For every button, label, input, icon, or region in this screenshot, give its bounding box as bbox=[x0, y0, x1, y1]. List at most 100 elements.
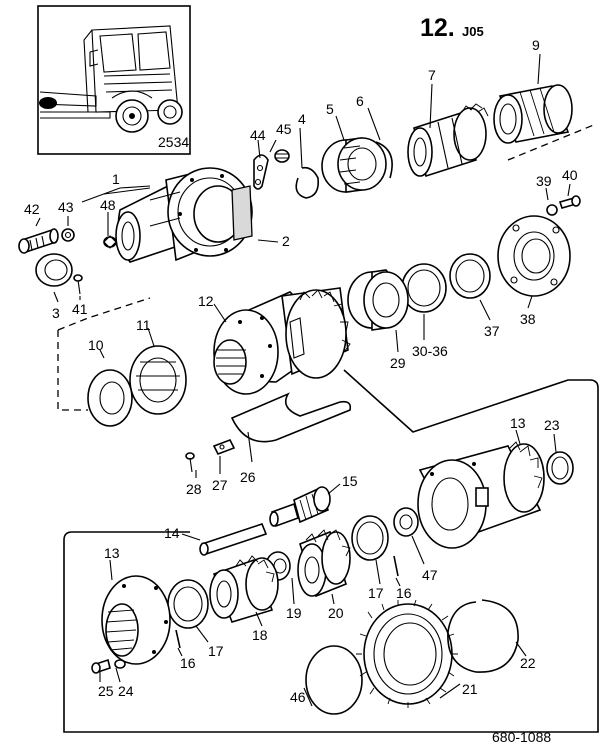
part-46-ring bbox=[305, 645, 363, 715]
callout-45: 45 bbox=[276, 121, 292, 137]
callout-22: 22 bbox=[520, 655, 536, 671]
part-13-case-right bbox=[417, 441, 545, 549]
callout-26: 26 bbox=[240, 469, 256, 485]
callout-25: 25 bbox=[98, 683, 114, 699]
callout-37: 37 bbox=[484, 323, 500, 339]
callout-6: 6 bbox=[356, 93, 364, 109]
callout-1: 1 bbox=[112, 171, 120, 187]
truck-inset: 2534 bbox=[37, 5, 191, 155]
highlight-mark bbox=[39, 97, 57, 109]
callout-29: 29 bbox=[390, 355, 406, 371]
leader-lines bbox=[35, 53, 571, 707]
callout-13-left: 13 bbox=[104, 545, 120, 561]
part-43-ring bbox=[61, 228, 75, 242]
part-6-circlip bbox=[375, 141, 393, 179]
callout-9: 9 bbox=[532, 37, 540, 53]
callout-44: 44 bbox=[250, 127, 266, 143]
part-48-nut bbox=[103, 235, 117, 249]
callout-3: 3 bbox=[52, 305, 60, 321]
part-9-gear bbox=[493, 84, 573, 144]
callout-17-right: 17 bbox=[368, 585, 384, 601]
part-39-washer bbox=[546, 204, 558, 216]
part-2-housing bbox=[115, 167, 253, 263]
callout-23: 23 bbox=[544, 417, 560, 433]
callout-16-left: 16 bbox=[180, 655, 196, 671]
part-29-bearing bbox=[347, 269, 409, 331]
callout-7: 7 bbox=[428, 67, 436, 83]
callout-15: 15 bbox=[342, 473, 358, 489]
part-13-case-left bbox=[101, 575, 171, 665]
detail-frame-top bbox=[63, 531, 190, 541]
callout-labels: 1 2 3 4 5 6 7 9 10 11 12 13 13 14 15 16 … bbox=[24, 37, 578, 705]
part-30-36-shims bbox=[401, 263, 447, 313]
part-23-ring bbox=[546, 451, 574, 485]
callout-48: 48 bbox=[100, 197, 116, 213]
part-10-seal bbox=[87, 369, 133, 427]
callout-12: 12 bbox=[198, 293, 214, 309]
part-37-ring bbox=[449, 253, 491, 299]
part-3-seal bbox=[35, 253, 73, 287]
part-40-bolt bbox=[558, 195, 581, 209]
part-28-screw bbox=[185, 452, 195, 473]
part-27-clip bbox=[212, 438, 236, 456]
callout-27: 27 bbox=[212, 477, 228, 493]
diagram-code-sub: J05 bbox=[462, 24, 484, 39]
callout-11: 11 bbox=[136, 317, 151, 333]
callout-40: 40 bbox=[562, 167, 578, 183]
callout-24: 24 bbox=[118, 683, 134, 699]
callout-41: 41 bbox=[72, 301, 88, 317]
callout-13-right: 13 bbox=[510, 415, 526, 431]
callout-46: 46 bbox=[290, 689, 306, 705]
part-44-lever bbox=[253, 154, 269, 190]
dashed-group-right bbox=[507, 123, 597, 161]
part-42-bolt bbox=[18, 228, 59, 254]
callout-4: 4 bbox=[298, 111, 306, 127]
part-21-ring-gear bbox=[356, 599, 458, 708]
part-11-bearing bbox=[129, 345, 187, 415]
callout-5: 5 bbox=[326, 101, 334, 117]
part-5-bearing bbox=[321, 137, 387, 193]
dashed-group-left bbox=[57, 330, 88, 411]
part-22-circlip bbox=[447, 599, 519, 673]
detail-frame bbox=[63, 369, 599, 733]
callout-38: 38 bbox=[520, 311, 536, 327]
callout-18: 18 bbox=[252, 627, 268, 643]
part-18-gear bbox=[209, 555, 279, 623]
part-12-differential bbox=[213, 287, 351, 395]
part-15-pinion bbox=[269, 486, 331, 528]
callout-10: 10 bbox=[88, 337, 104, 353]
diagram-code-main: 12. bbox=[420, 14, 455, 42]
diagram-code: 12. J05 bbox=[420, 14, 484, 42]
inset-frame bbox=[37, 5, 191, 155]
callout-47: 47 bbox=[422, 567, 438, 583]
callout-16-right: 16 bbox=[396, 585, 412, 601]
part-20-gear bbox=[297, 529, 351, 598]
inset-number: 2534 bbox=[158, 134, 189, 150]
callout-43: 43 bbox=[58, 199, 74, 215]
callout-20: 20 bbox=[328, 605, 344, 621]
part-7-sleeve bbox=[407, 103, 489, 178]
callout-2: 2 bbox=[282, 233, 290, 249]
part-38-cover bbox=[497, 215, 571, 297]
callout-39: 39 bbox=[536, 173, 552, 189]
part-41-screw bbox=[73, 274, 83, 295]
drawing-number: 680-1088 bbox=[492, 729, 551, 745]
part-25-bolt bbox=[91, 658, 111, 674]
part-4-circlip bbox=[295, 166, 320, 199]
part-47-washer bbox=[393, 507, 419, 537]
dashed-group-left-top bbox=[57, 297, 151, 331]
callout-30-36: 30-36 bbox=[412, 343, 448, 359]
part-24-washer bbox=[114, 659, 126, 669]
callout-28: 28 bbox=[186, 481, 202, 497]
part-45-spring bbox=[274, 149, 290, 163]
part-16-pin-left bbox=[175, 629, 181, 649]
part-26-guard-plate bbox=[230, 392, 352, 443]
callout-14: 14 bbox=[164, 525, 180, 541]
part-16-pin-right bbox=[393, 555, 399, 577]
callout-19: 19 bbox=[286, 605, 302, 621]
callout-17-left: 17 bbox=[208, 643, 224, 659]
callout-42: 42 bbox=[24, 201, 40, 217]
truck-icon bbox=[39, 25, 183, 133]
callout-21: 21 bbox=[462, 681, 478, 697]
